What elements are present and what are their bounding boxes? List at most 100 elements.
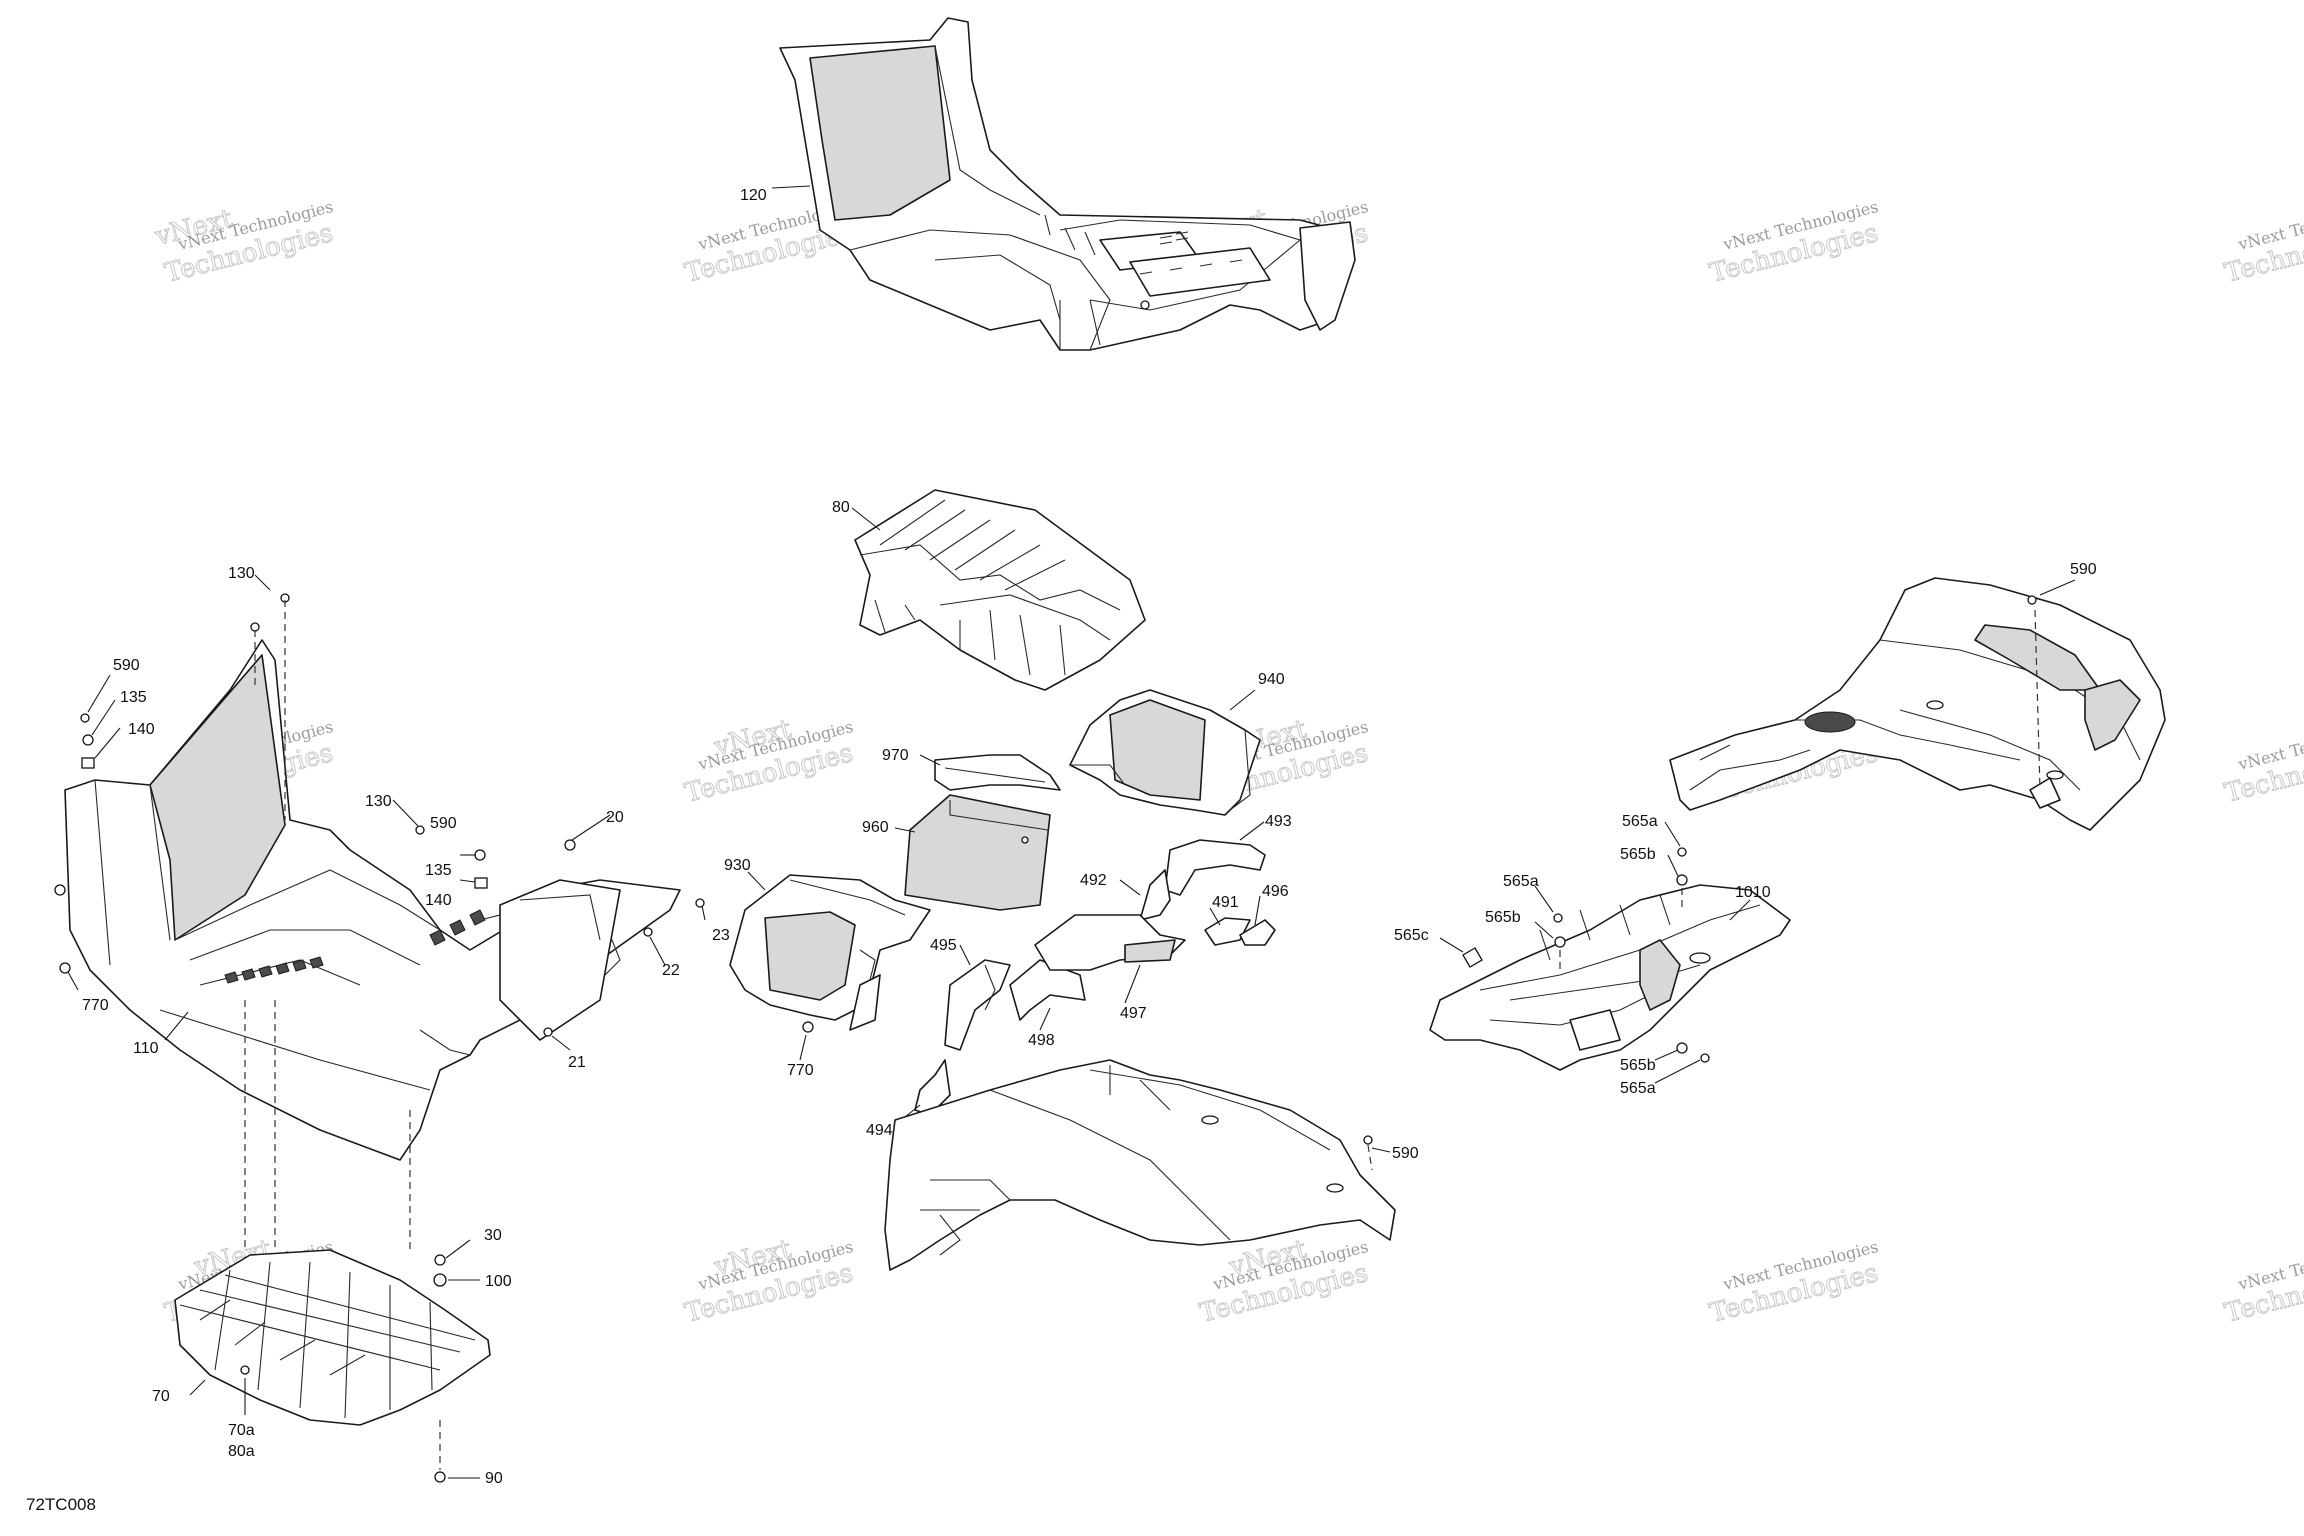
grille-detail bbox=[1139, 231, 1243, 275]
callout-940: 940 bbox=[1258, 671, 1285, 688]
fastener-icon bbox=[54, 884, 66, 896]
callout-120: 120 bbox=[740, 187, 767, 204]
clip-icon bbox=[1462, 947, 1483, 968]
callout-135: 135 bbox=[120, 689, 147, 706]
rear-fender: 590 bbox=[1669, 561, 2166, 831]
callout-770: 770 bbox=[82, 997, 109, 1014]
callout-495: 495 bbox=[930, 937, 957, 954]
screw-icon bbox=[1553, 913, 1563, 923]
screw-icon bbox=[1700, 1053, 1710, 1063]
callout-590: 590 bbox=[113, 657, 140, 674]
part-110-left-footwell: 130 590 135 140 770 110 130 590 135 140 … bbox=[54, 565, 730, 1250]
fastener-icon bbox=[695, 898, 705, 908]
callout-130: 130 bbox=[228, 565, 255, 582]
callout-497: 497 bbox=[1120, 1005, 1147, 1022]
callout-565c: 565c bbox=[1394, 927, 1429, 944]
callout-498: 498 bbox=[1028, 1032, 1055, 1049]
callout-100: 100 bbox=[485, 1273, 512, 1290]
callout-70a: 70a bbox=[228, 1422, 255, 1439]
fastener-icon bbox=[1689, 952, 1711, 964]
fastener-icon bbox=[802, 1021, 814, 1033]
fastener-icon bbox=[1140, 300, 1150, 310]
callout-110: 110 bbox=[133, 1040, 159, 1057]
fastener-icon bbox=[543, 1027, 553, 1037]
watermark: vNext vNext Technologies Technologies bbox=[151, 197, 336, 289]
part-70-footrest: 30 100 70 70a 80a 90 bbox=[152, 1227, 512, 1487]
middle-small-parts: 970 960 930 770 940 493 492 bbox=[724, 671, 1292, 1139]
callout-1010: 1010 bbox=[1735, 884, 1771, 901]
clip-icon bbox=[81, 757, 95, 769]
callout-22: 22 bbox=[662, 962, 680, 979]
watermark: vNext Technologies Technologies bbox=[2221, 1237, 2304, 1329]
callout-493: 493 bbox=[1265, 813, 1292, 830]
washer-icon bbox=[82, 734, 94, 746]
callout-960: 960 bbox=[862, 819, 889, 836]
screw-icon bbox=[1677, 847, 1687, 857]
callout-565b: 565b bbox=[1620, 846, 1656, 863]
callout-90: 90 bbox=[485, 1470, 503, 1487]
fastener-icon bbox=[1326, 1183, 1344, 1193]
grille-detail bbox=[224, 909, 486, 984]
callout-30: 30 bbox=[484, 1227, 502, 1244]
callout-140: 140 bbox=[128, 721, 155, 738]
callout-70: 70 bbox=[152, 1388, 170, 1405]
screw-icon bbox=[2027, 595, 2037, 605]
callout-565b: 565b bbox=[1485, 909, 1521, 926]
callout-80a: 80a bbox=[228, 1443, 255, 1460]
part-1010-subframe: 565a 565b 565a 565b 565c 1010 565b 565a bbox=[1394, 813, 1791, 1097]
fastener-icon bbox=[1021, 836, 1029, 844]
watermark: vNext Technologies Technologies bbox=[1706, 1237, 1881, 1329]
callout-590: 590 bbox=[430, 815, 457, 832]
callout-970: 970 bbox=[882, 747, 909, 764]
callout-492: 492 bbox=[1080, 872, 1107, 889]
fastener-icon bbox=[643, 927, 653, 937]
callout-80: 80 bbox=[832, 499, 850, 516]
callout-130: 130 bbox=[365, 793, 392, 810]
watermark: vNext vNext Technologies Technologies bbox=[681, 1234, 856, 1330]
screw-icon bbox=[564, 839, 576, 851]
screw-icon bbox=[250, 622, 260, 632]
screw-icon bbox=[415, 825, 425, 835]
callout-565a: 565a bbox=[1503, 873, 1539, 890]
screw-icon bbox=[434, 1254, 446, 1266]
front-fender: 590 bbox=[884, 1059, 1419, 1271]
fastener-icon bbox=[1926, 700, 1944, 710]
screw-icon bbox=[80, 713, 90, 723]
callout-565a: 565a bbox=[1620, 1080, 1656, 1097]
washer-icon bbox=[1554, 936, 1566, 948]
callout-930: 930 bbox=[724, 857, 751, 874]
callout-590: 590 bbox=[1392, 1145, 1419, 1162]
callout-140: 140 bbox=[425, 892, 452, 909]
clip-icon bbox=[474, 877, 488, 889]
callout-770: 770 bbox=[787, 1062, 814, 1079]
washer-icon bbox=[474, 849, 486, 861]
screw-icon bbox=[240, 1365, 250, 1375]
fastener-icon bbox=[59, 962, 71, 974]
callout-565a: 565a bbox=[1622, 813, 1658, 830]
watermark: vNext Technologies Technologies bbox=[1706, 197, 1881, 289]
fastener-icon bbox=[1804, 711, 1856, 733]
callout-135: 135 bbox=[425, 862, 452, 879]
figure-id: 72TC008 bbox=[26, 1495, 96, 1514]
callout-23: 23 bbox=[712, 927, 730, 944]
watermark: vNext Technologies Technologies bbox=[2221, 717, 2304, 809]
fastener-icon bbox=[2046, 770, 2064, 780]
washer-icon bbox=[433, 1273, 447, 1287]
part-120-footwell-assembly: 120 bbox=[740, 17, 1356, 351]
fastener-icon bbox=[1201, 1115, 1219, 1125]
callout-20: 20 bbox=[606, 809, 624, 826]
callout-590: 590 bbox=[2070, 561, 2097, 578]
watermark: vNext vNext Technologies Technologies bbox=[681, 714, 856, 810]
screw-icon bbox=[1363, 1135, 1373, 1145]
callout-21: 21 bbox=[568, 1054, 586, 1071]
callout-496: 496 bbox=[1262, 883, 1289, 900]
callout-565b: 565b bbox=[1620, 1057, 1656, 1074]
callout-491: 491 bbox=[1212, 894, 1239, 911]
washer-icon bbox=[1676, 1042, 1688, 1054]
hardware-stack bbox=[1462, 847, 1710, 1063]
washer-icon bbox=[1676, 874, 1688, 886]
watermark: vNext Technologies Technologies bbox=[2221, 197, 2304, 289]
part-80-upper-frame: 80 bbox=[832, 489, 1146, 691]
callout-494: 494 bbox=[866, 1122, 893, 1139]
